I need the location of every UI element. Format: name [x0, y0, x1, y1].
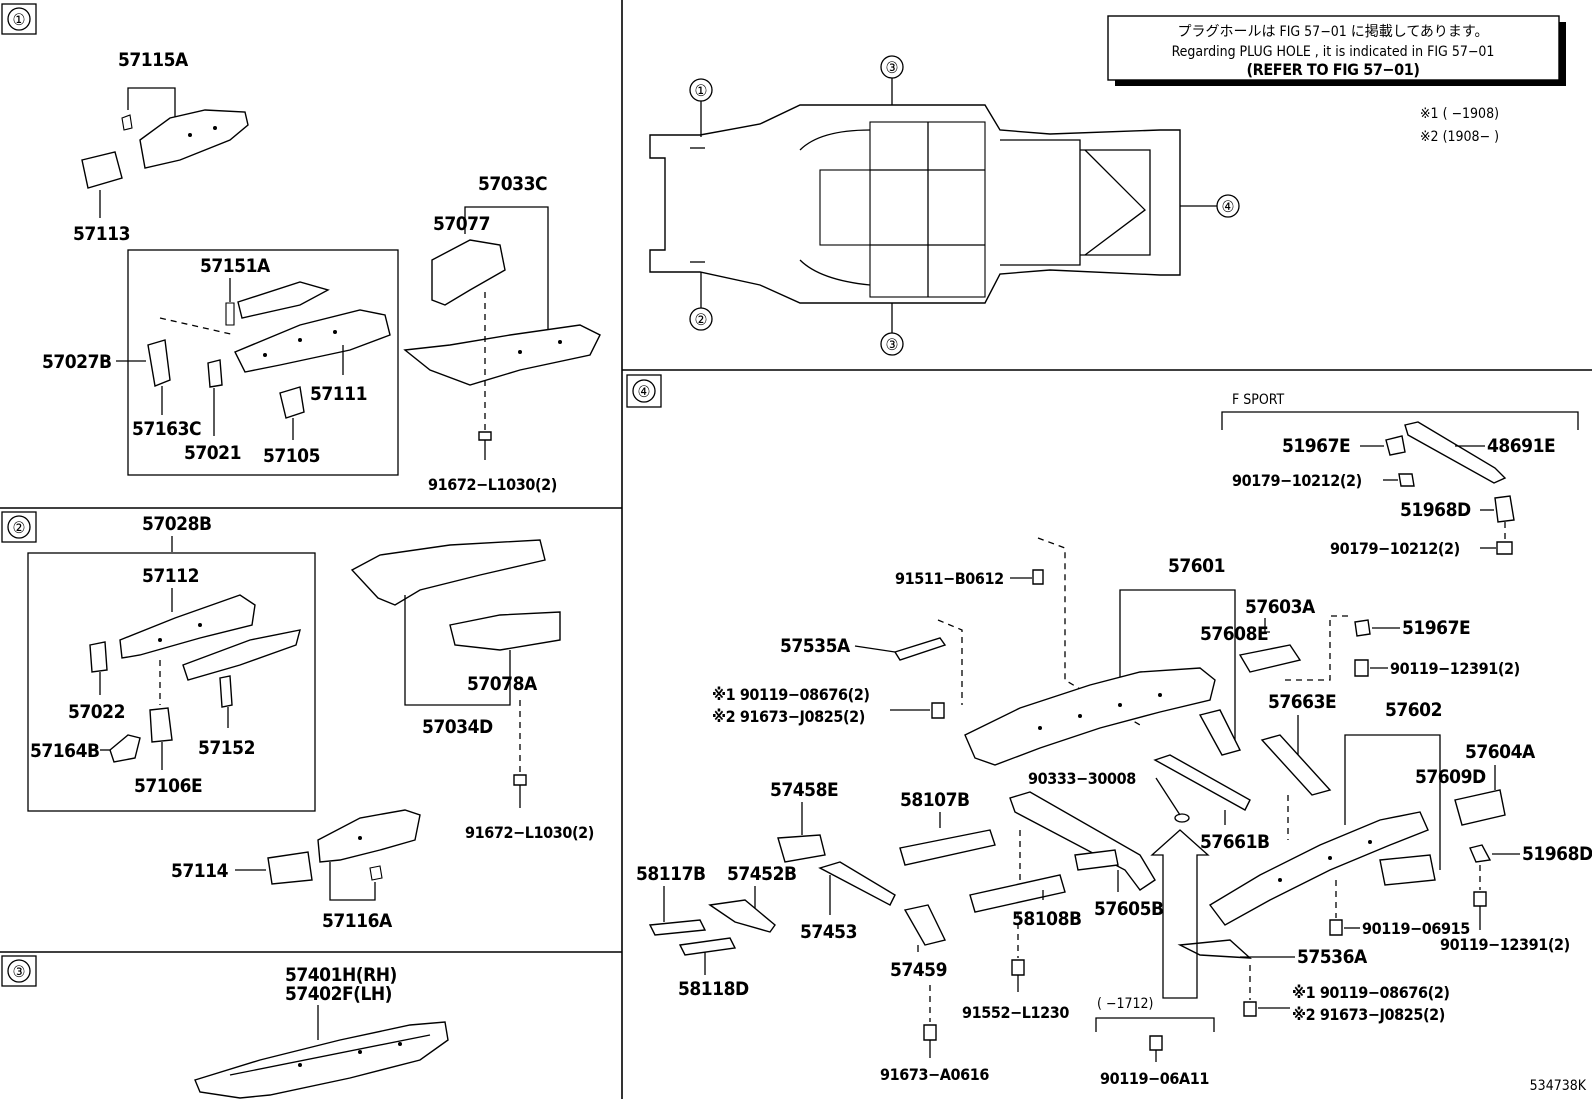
- range-until-1712: ( −1712): [1097, 996, 1153, 1012]
- legend-2: ※2 (1908− ): [1420, 129, 1499, 145]
- label-57603A: 57603A: [1245, 596, 1316, 618]
- label-57034D: 57034D: [422, 716, 493, 738]
- section-3-diagram: 57401H(RH) 57402F(LH): [194, 964, 449, 1099]
- label-58108B: 58108B: [1012, 908, 1082, 930]
- label-57163C: 57163C: [132, 418, 201, 440]
- label-57459: 57459: [890, 959, 947, 981]
- label-57112: 57112: [142, 565, 199, 587]
- label-57601: 57601: [1168, 555, 1225, 577]
- note-english: Regarding PLUG HOLE , it is indicated in…: [1172, 44, 1495, 60]
- label-51967E-a: 51967E: [1282, 435, 1350, 457]
- label-91511-B0612: 91511−B0612: [895, 569, 1004, 588]
- label-58117B: 58117B: [636, 863, 706, 885]
- overview-label-3-bottom: ③: [886, 335, 899, 354]
- label-57111: 57111: [310, 383, 367, 405]
- label-57105: 57105: [263, 445, 320, 467]
- label-90119-12391-b: 90119−12391(2): [1440, 935, 1570, 954]
- label-58118D: 58118D: [678, 978, 749, 1000]
- label-90333-30008: 90333−30008: [1028, 769, 1136, 788]
- label-90119-06A11: 90119−06A11: [1100, 1069, 1209, 1088]
- overview-callouts: ① ② ③ ③ ④: [689, 55, 1240, 356]
- section-2-number: ②: [13, 518, 26, 537]
- label-57027B: 57027B: [42, 351, 112, 373]
- label-57151A: 57151A: [200, 255, 271, 277]
- figure-id: 534738K: [1530, 1078, 1587, 1094]
- note-japanese: プラグホールは FIG 57−01 に掲載してあります。: [1177, 24, 1488, 40]
- section-2-diagram: 57028B 57112 57022 57152 57106E 57164B 5…: [27, 513, 594, 932]
- label-57115A: 57115A: [118, 49, 189, 71]
- label-57536A: 57536A: [1297, 946, 1368, 968]
- label-51967E-b: 51967E: [1402, 617, 1470, 639]
- section-1-number: ①: [13, 10, 26, 29]
- overview-label-1: ①: [695, 81, 708, 100]
- label-57022: 57022: [68, 701, 125, 723]
- label-57452B: 57452B: [727, 863, 797, 885]
- label-90119-08676-a: ※1 90119−08676(2): [712, 685, 870, 704]
- section-tag-1: ①: [1, 3, 37, 35]
- label-57021: 57021: [184, 442, 241, 464]
- label-57028B: 57028B: [142, 513, 212, 535]
- label-57602: 57602: [1385, 699, 1442, 721]
- label-90119-06915: 90119−06915: [1362, 919, 1470, 938]
- label-90179-10212-a: 90179−10212(2): [1232, 471, 1362, 490]
- label-57661B: 57661B: [1200, 831, 1270, 853]
- plug-hole-note: プラグホールは FIG 57−01 に掲載してあります。 Regarding P…: [1107, 15, 1566, 86]
- overview-label-2: ②: [695, 310, 708, 329]
- label-90119-12391-a: 90119−12391(2): [1390, 659, 1520, 678]
- overview-label-3-top: ③: [886, 58, 899, 77]
- label-57152: 57152: [198, 737, 255, 759]
- label-57401H: 57401H(RH): [285, 964, 397, 986]
- label-91552-L1230: 91552−L1230: [962, 1003, 1069, 1022]
- label-57604A: 57604A: [1465, 741, 1536, 763]
- section-4-diagram: F SPORT 51967E 48691E 90179−10212(2) 519…: [636, 392, 1592, 1088]
- label-57535A: 57535A: [780, 635, 851, 657]
- label-58107B: 58107B: [900, 789, 970, 811]
- label-57608E: 57608E: [1200, 623, 1268, 645]
- label-57116A: 57116A: [322, 910, 393, 932]
- label-57077: 57077: [433, 213, 490, 235]
- frame-overview: [649, 104, 1181, 304]
- label-57453: 57453: [800, 921, 857, 943]
- label-90119-08676-b: ※1 90119−08676(2): [1292, 983, 1450, 1002]
- overview-label-4: ④: [1222, 197, 1235, 216]
- section-3-number: ③: [13, 962, 26, 981]
- label-57113: 57113: [73, 223, 130, 245]
- label-91673-J0825-a: ※2 91673−J0825(2): [712, 707, 865, 726]
- label-f-sport: F SPORT: [1232, 392, 1284, 408]
- label-57605B: 57605B: [1094, 898, 1164, 920]
- label-90179-10212-b: 90179−10212(2): [1330, 539, 1460, 558]
- section-1-diagram: 57115A 57113 57151A 57027B 57111 57163C …: [42, 49, 601, 494]
- note-refer: (REFER TO FIG 57−01): [1246, 60, 1419, 79]
- section-tag-2: ②: [1, 511, 37, 543]
- label-57609D: 57609D: [1415, 766, 1486, 788]
- label-57106E: 57106E: [134, 775, 202, 797]
- label-57114: 57114: [171, 860, 229, 882]
- label-48691E: 48691E: [1487, 435, 1555, 457]
- section-4-number: ④: [638, 382, 651, 401]
- label-57164B: 57164B: [30, 740, 100, 762]
- label-51968D-a: 51968D: [1400, 499, 1471, 521]
- label-57402F: 57402F(LH): [285, 983, 392, 1005]
- section-tag-4: ④: [626, 374, 662, 408]
- label-57078A: 57078A: [467, 673, 538, 695]
- label-91673-A0616: 91673−A0616: [880, 1065, 989, 1084]
- legend-1: ※1 ( −1908): [1420, 106, 1499, 122]
- label-91672-L1030-b: 91672−L1030(2): [465, 823, 594, 842]
- label-57458E: 57458E: [770, 779, 838, 801]
- label-91673-J0825-b: ※2 91673−J0825(2): [1292, 1005, 1445, 1024]
- label-91672-L1030: 91672−L1030(2): [428, 475, 557, 494]
- section-tag-3: ③: [1, 955, 37, 987]
- label-57033C: 57033C: [478, 173, 547, 195]
- label-51968D-b: 51968D: [1522, 843, 1592, 865]
- label-57663E: 57663E: [1268, 691, 1336, 713]
